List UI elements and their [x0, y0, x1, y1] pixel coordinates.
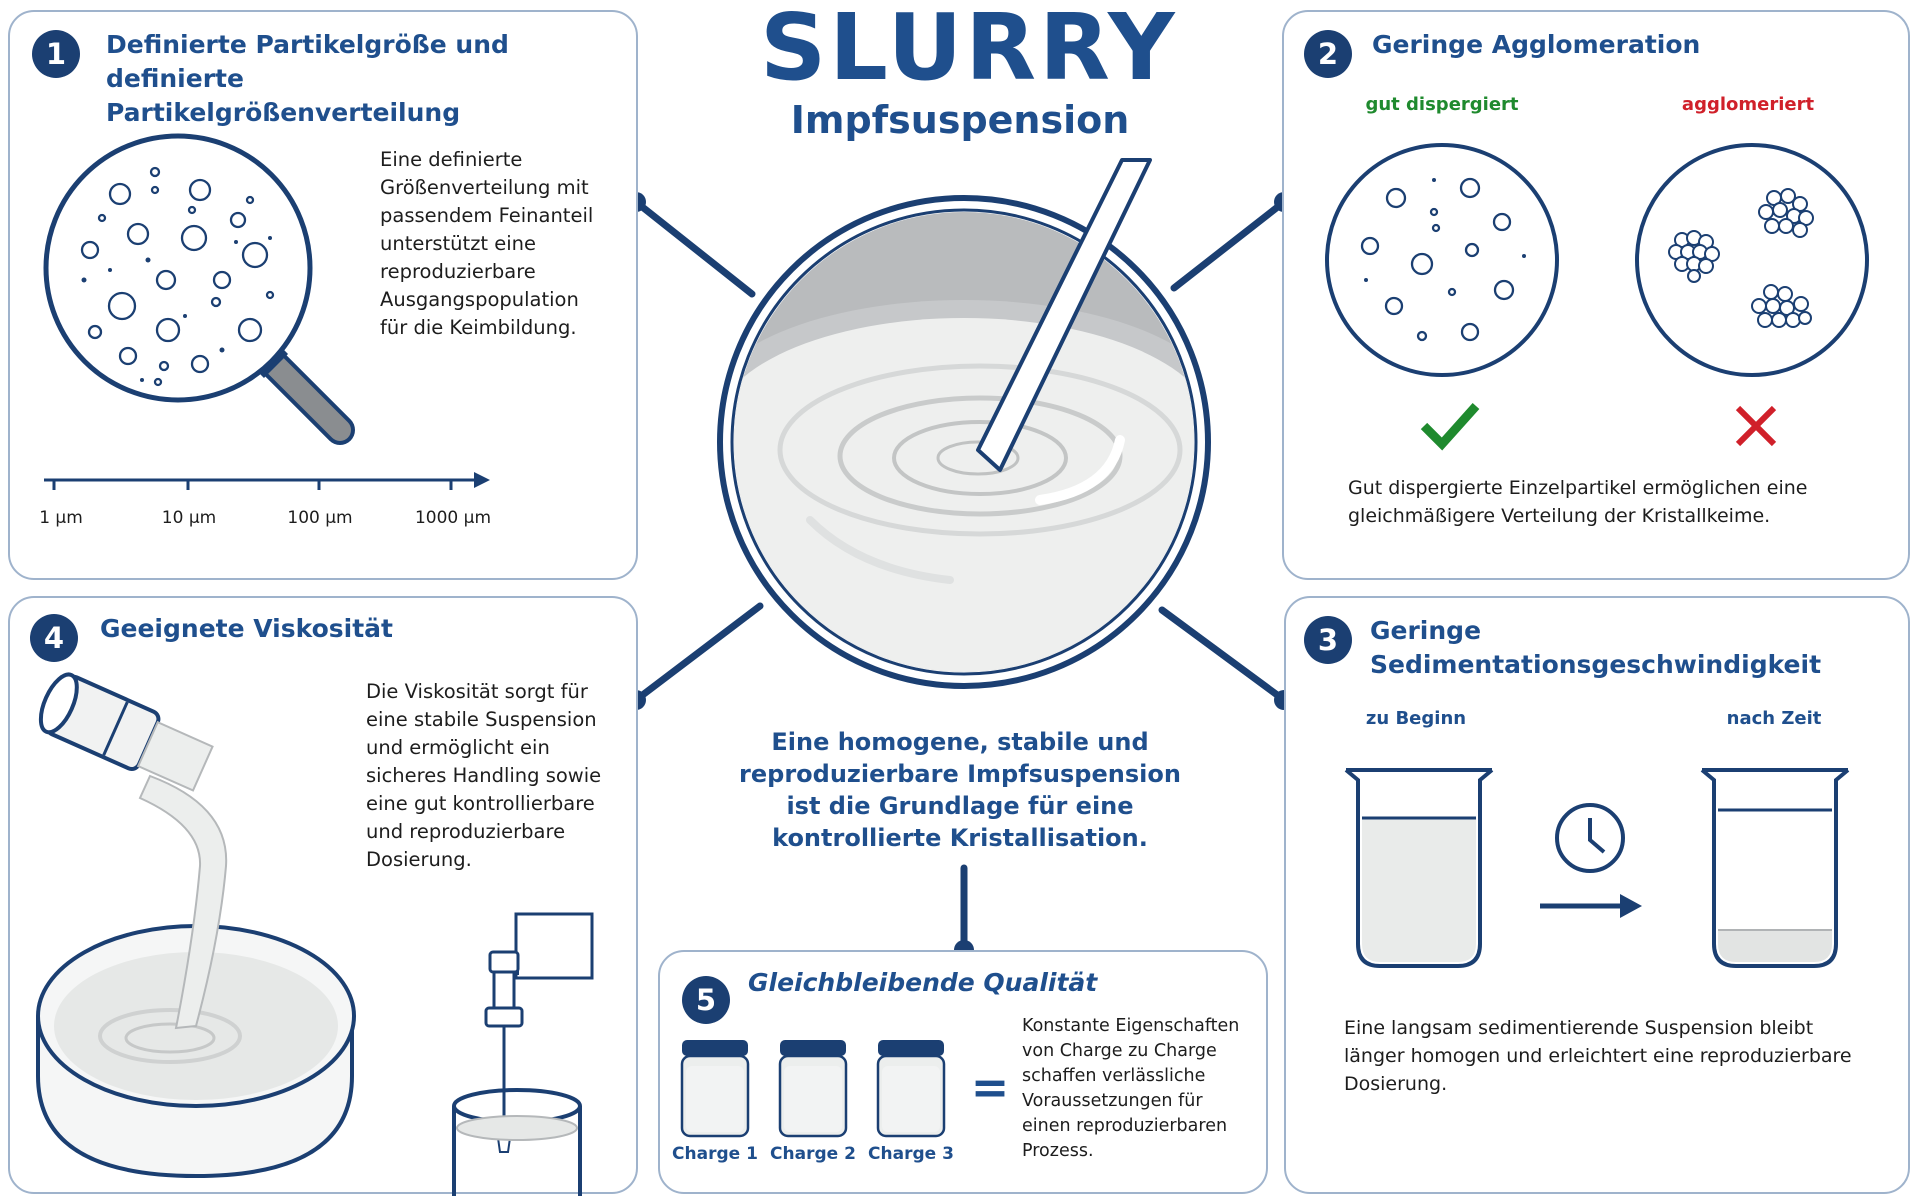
- panel1-number-badge: 1: [32, 30, 80, 78]
- charge-3-label: Charge 3: [868, 1144, 954, 1164]
- equals-sign: =: [970, 1060, 1010, 1114]
- panel1-title: Definierte Partikelgröße und definierte …: [106, 30, 509, 127]
- charge-2-label: Charge 2: [770, 1144, 856, 1164]
- jar-charge-3-icon: [876, 1040, 946, 1138]
- cross-icon: [1735, 405, 1777, 447]
- slurry-vessel-illustration: [717, 158, 1211, 689]
- good-dispersed-label: gut dispergiert: [1365, 94, 1519, 115]
- pouring-slurry-illustration: [36, 672, 356, 1179]
- panel5-number-badge: 5: [682, 976, 730, 1024]
- charge-1-label: Charge 1: [672, 1144, 758, 1164]
- center-statement: Eine homogene, stabile und reproduzierba…: [739, 728, 1181, 852]
- panel3-text: Eine langsam sedimentierende Suspension …: [1344, 1017, 1852, 1095]
- panel3-number-badge: 3: [1304, 616, 1352, 664]
- magnifier-particles-icon: [43, 133, 355, 445]
- panel4-number-badge: 4: [30, 614, 78, 662]
- main-title: SLURRY: [760, 0, 1178, 101]
- dispersed-particles-icon: [1325, 143, 1559, 377]
- main-subtitle: Impfsuspension: [790, 98, 1130, 142]
- clock-icon: [1555, 803, 1625, 873]
- beaker-start-icon: [1344, 768, 1494, 968]
- beaker-after-icon: [1700, 768, 1850, 968]
- agglomerated-label: agglomeriert: [1681, 94, 1815, 115]
- panel5-text: Konstante Eigenschaften von Charge zu Ch…: [1022, 1016, 1240, 1161]
- panel5-title: Gleichbleibende Qualität: [748, 968, 1098, 997]
- panel2-number-badge: 2: [1304, 30, 1352, 78]
- panel4-title: Geeignete Viskosität: [100, 614, 393, 643]
- agglomerated-particles-icon: [1635, 143, 1869, 377]
- panel-consistent-quality: [658, 950, 1268, 1194]
- axis-tick-1um: 1 µm: [39, 508, 83, 528]
- axis-tick-1000um: 1000 µm: [414, 508, 492, 528]
- axis-tick-100um: 100 µm: [287, 508, 353, 528]
- after-time-label: nach Zeit: [1726, 708, 1822, 729]
- panel4-text: Die Viskosität sorgt für eine stabile Su…: [366, 680, 602, 871]
- arrow-right-icon: [1540, 894, 1642, 918]
- axis-tick-10um: 10 µm: [161, 508, 217, 528]
- particle-size-axis: [44, 472, 490, 490]
- stirrer-beaker-icon: [452, 912, 594, 1196]
- panel2-title: Geringe Agglomeration: [1372, 30, 1701, 59]
- panel3-title: Geringe Sedimentationsgeschwindigkeit: [1370, 616, 1822, 679]
- jar-charge-2-icon: [778, 1040, 848, 1138]
- checkmark-icon: [1420, 402, 1480, 451]
- start-label: zu Beginn: [1365, 708, 1467, 729]
- jar-charge-1-icon: [680, 1040, 750, 1138]
- panel1-text: Eine definierte Größenverteilung mit pas…: [380, 148, 594, 339]
- panel2-text: Gut dispergierte Einzelpartikel ermöglic…: [1348, 477, 1808, 527]
